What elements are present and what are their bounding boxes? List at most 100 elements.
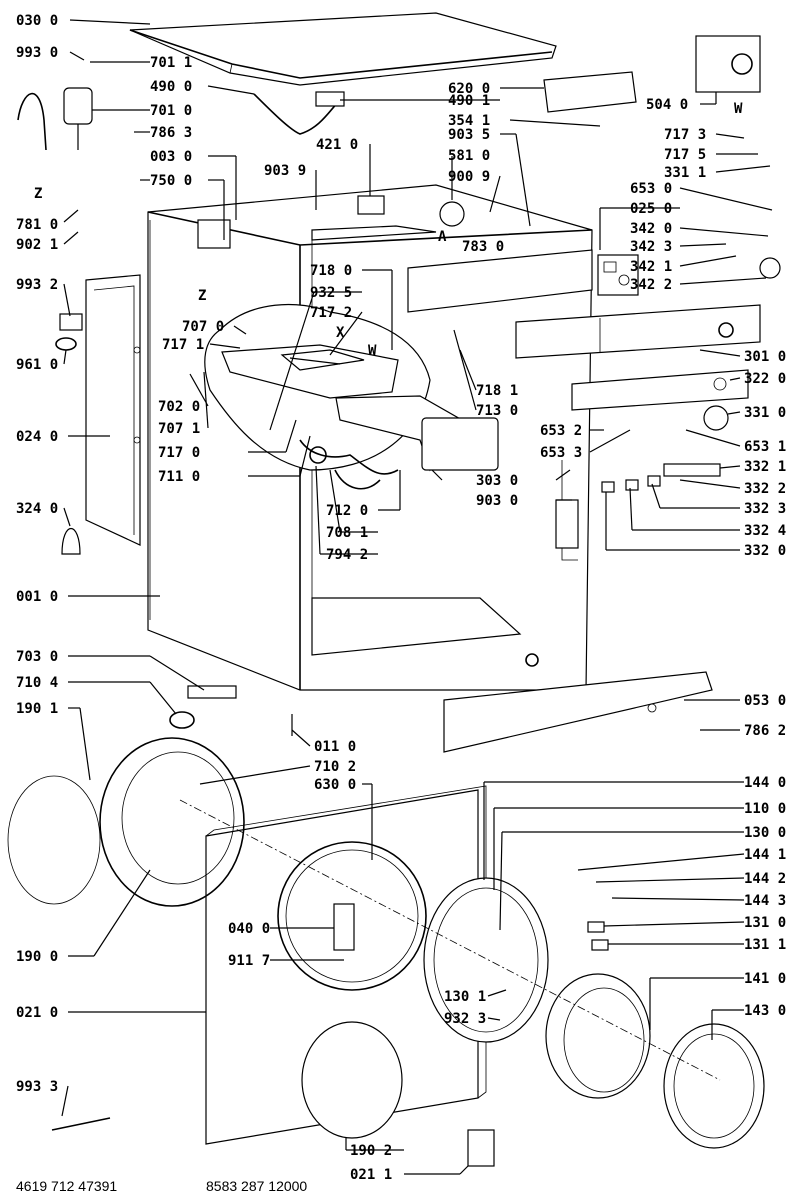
part-label: 130 0 [744, 825, 786, 841]
part-label: 708 1 [326, 525, 368, 541]
front-panel-part [205, 785, 487, 1145]
part-label: 993 2 [16, 277, 58, 293]
part-label: 040 0 [228, 921, 270, 937]
part-label: 713 0 [476, 403, 518, 419]
part-label: 794 2 [326, 547, 368, 563]
service-code: 8583 287 12000 [206, 1178, 307, 1194]
part-label: X [336, 325, 345, 341]
part-label: 653 0 [630, 181, 672, 197]
part-label: 131 0 [744, 915, 786, 931]
part-label: 421 0 [316, 137, 358, 153]
door-disc-part [301, 1021, 403, 1139]
part-label: 653 2 [540, 423, 582, 439]
part-label: 144 2 [744, 871, 786, 887]
part-label: 021 0 [16, 1005, 58, 1021]
part-label: 703 0 [16, 649, 58, 665]
part-label: 190 2 [350, 1143, 392, 1159]
part-label: 701 0 [150, 103, 192, 119]
part-label: 786 2 [744, 723, 786, 739]
part-label: 024 0 [16, 429, 58, 445]
part-label: 903 9 [264, 163, 306, 179]
part-label: 702 0 [158, 399, 200, 415]
part-label: 717 0 [158, 445, 200, 461]
part-label: 490 1 [448, 93, 490, 109]
part-label: A [438, 229, 447, 245]
part-label: 630 0 [314, 777, 356, 793]
part-label: 190 0 [16, 949, 58, 965]
part-label: 993 3 [16, 1079, 58, 1095]
part-label: 786 3 [150, 125, 192, 141]
part-label: 342 0 [630, 221, 672, 237]
part-label: 331 1 [664, 165, 706, 181]
part-label: 932 5 [310, 285, 352, 301]
part-label: 322 0 [744, 371, 786, 387]
part-label: 011 0 [314, 739, 356, 755]
part-label: 144 3 [744, 893, 786, 909]
part-label: 324 0 [16, 501, 58, 517]
part-label: 110 0 [744, 801, 786, 817]
part-label: 993 0 [16, 45, 58, 61]
part-label: 130 1 [444, 989, 486, 1005]
part-label: 342 3 [630, 239, 672, 255]
door-glass-part [545, 973, 651, 1099]
part-label: 932 3 [444, 1011, 486, 1027]
part-label: 581 0 [448, 148, 490, 164]
part-label: 911 7 [228, 953, 270, 969]
part-label: 332 1 [744, 459, 786, 475]
rear-panel-part [85, 274, 141, 546]
part-label: 504 0 [646, 97, 688, 113]
part-label: 710 4 [16, 675, 58, 691]
top-cover-part [129, 12, 557, 86]
part-label: 021 1 [350, 1167, 392, 1183]
part-label: 903 0 [476, 493, 518, 509]
part-label: Z [198, 288, 206, 304]
assembly-axis [179, 799, 721, 1081]
part-labels: 030 0 993 0 701 1 490 0 701 0 786 3 003 … [16, 13, 786, 1194]
part-label: 961 0 [16, 357, 58, 373]
part-label: 025 0 [630, 201, 672, 217]
drum-bellows-part [7, 737, 245, 907]
part-label: 332 4 [744, 523, 786, 539]
program-label-panel-part [571, 369, 749, 411]
part-label: 131 1 [744, 937, 786, 953]
part-label: 141 0 [744, 971, 786, 987]
part-label: 144 1 [744, 847, 786, 863]
part-label: 332 3 [744, 501, 786, 517]
part-label: 718 0 [310, 263, 352, 279]
part-label: 781 0 [16, 217, 58, 233]
part-label: 342 2 [630, 277, 672, 293]
part-label: 900 9 [448, 169, 490, 185]
part-label: 653 1 [744, 439, 786, 455]
part-label: 490 0 [150, 79, 192, 95]
detergent-dispenser-part [221, 344, 499, 490]
part-label: 303 0 [476, 473, 518, 489]
plinth-part [443, 671, 713, 753]
small-components [17, 35, 781, 1167]
part-label: 653 3 [540, 445, 582, 461]
part-label: 710 2 [314, 759, 356, 775]
part-label: 144 0 [744, 775, 786, 791]
part-label: 707 1 [158, 421, 200, 437]
document-number: 4619 712 47391 [16, 1178, 117, 1194]
part-label: 750 0 [150, 173, 192, 189]
door-outer-ring-part [663, 1023, 765, 1149]
part-label: 342 1 [630, 259, 672, 275]
part-label: 712 0 [326, 503, 368, 519]
part-label: 190 1 [16, 701, 58, 717]
part-label: 707 0 [182, 319, 224, 335]
part-label: 783 0 [462, 239, 504, 255]
part-label: 003 0 [150, 149, 192, 165]
part-label: 053 0 [744, 693, 786, 709]
part-label: 143 0 [744, 1003, 786, 1019]
part-label: 301 0 [744, 349, 786, 365]
part-label: 717 1 [162, 337, 204, 353]
part-label: Z [34, 186, 42, 202]
part-label: 332 2 [744, 481, 786, 497]
part-label: 332 0 [744, 543, 786, 559]
part-label: 711 0 [158, 469, 200, 485]
part-label: 903 5 [448, 127, 490, 143]
part-label: 701 1 [150, 55, 192, 71]
part-label: 717 2 [310, 305, 352, 321]
part-label: 001 0 [16, 589, 58, 605]
